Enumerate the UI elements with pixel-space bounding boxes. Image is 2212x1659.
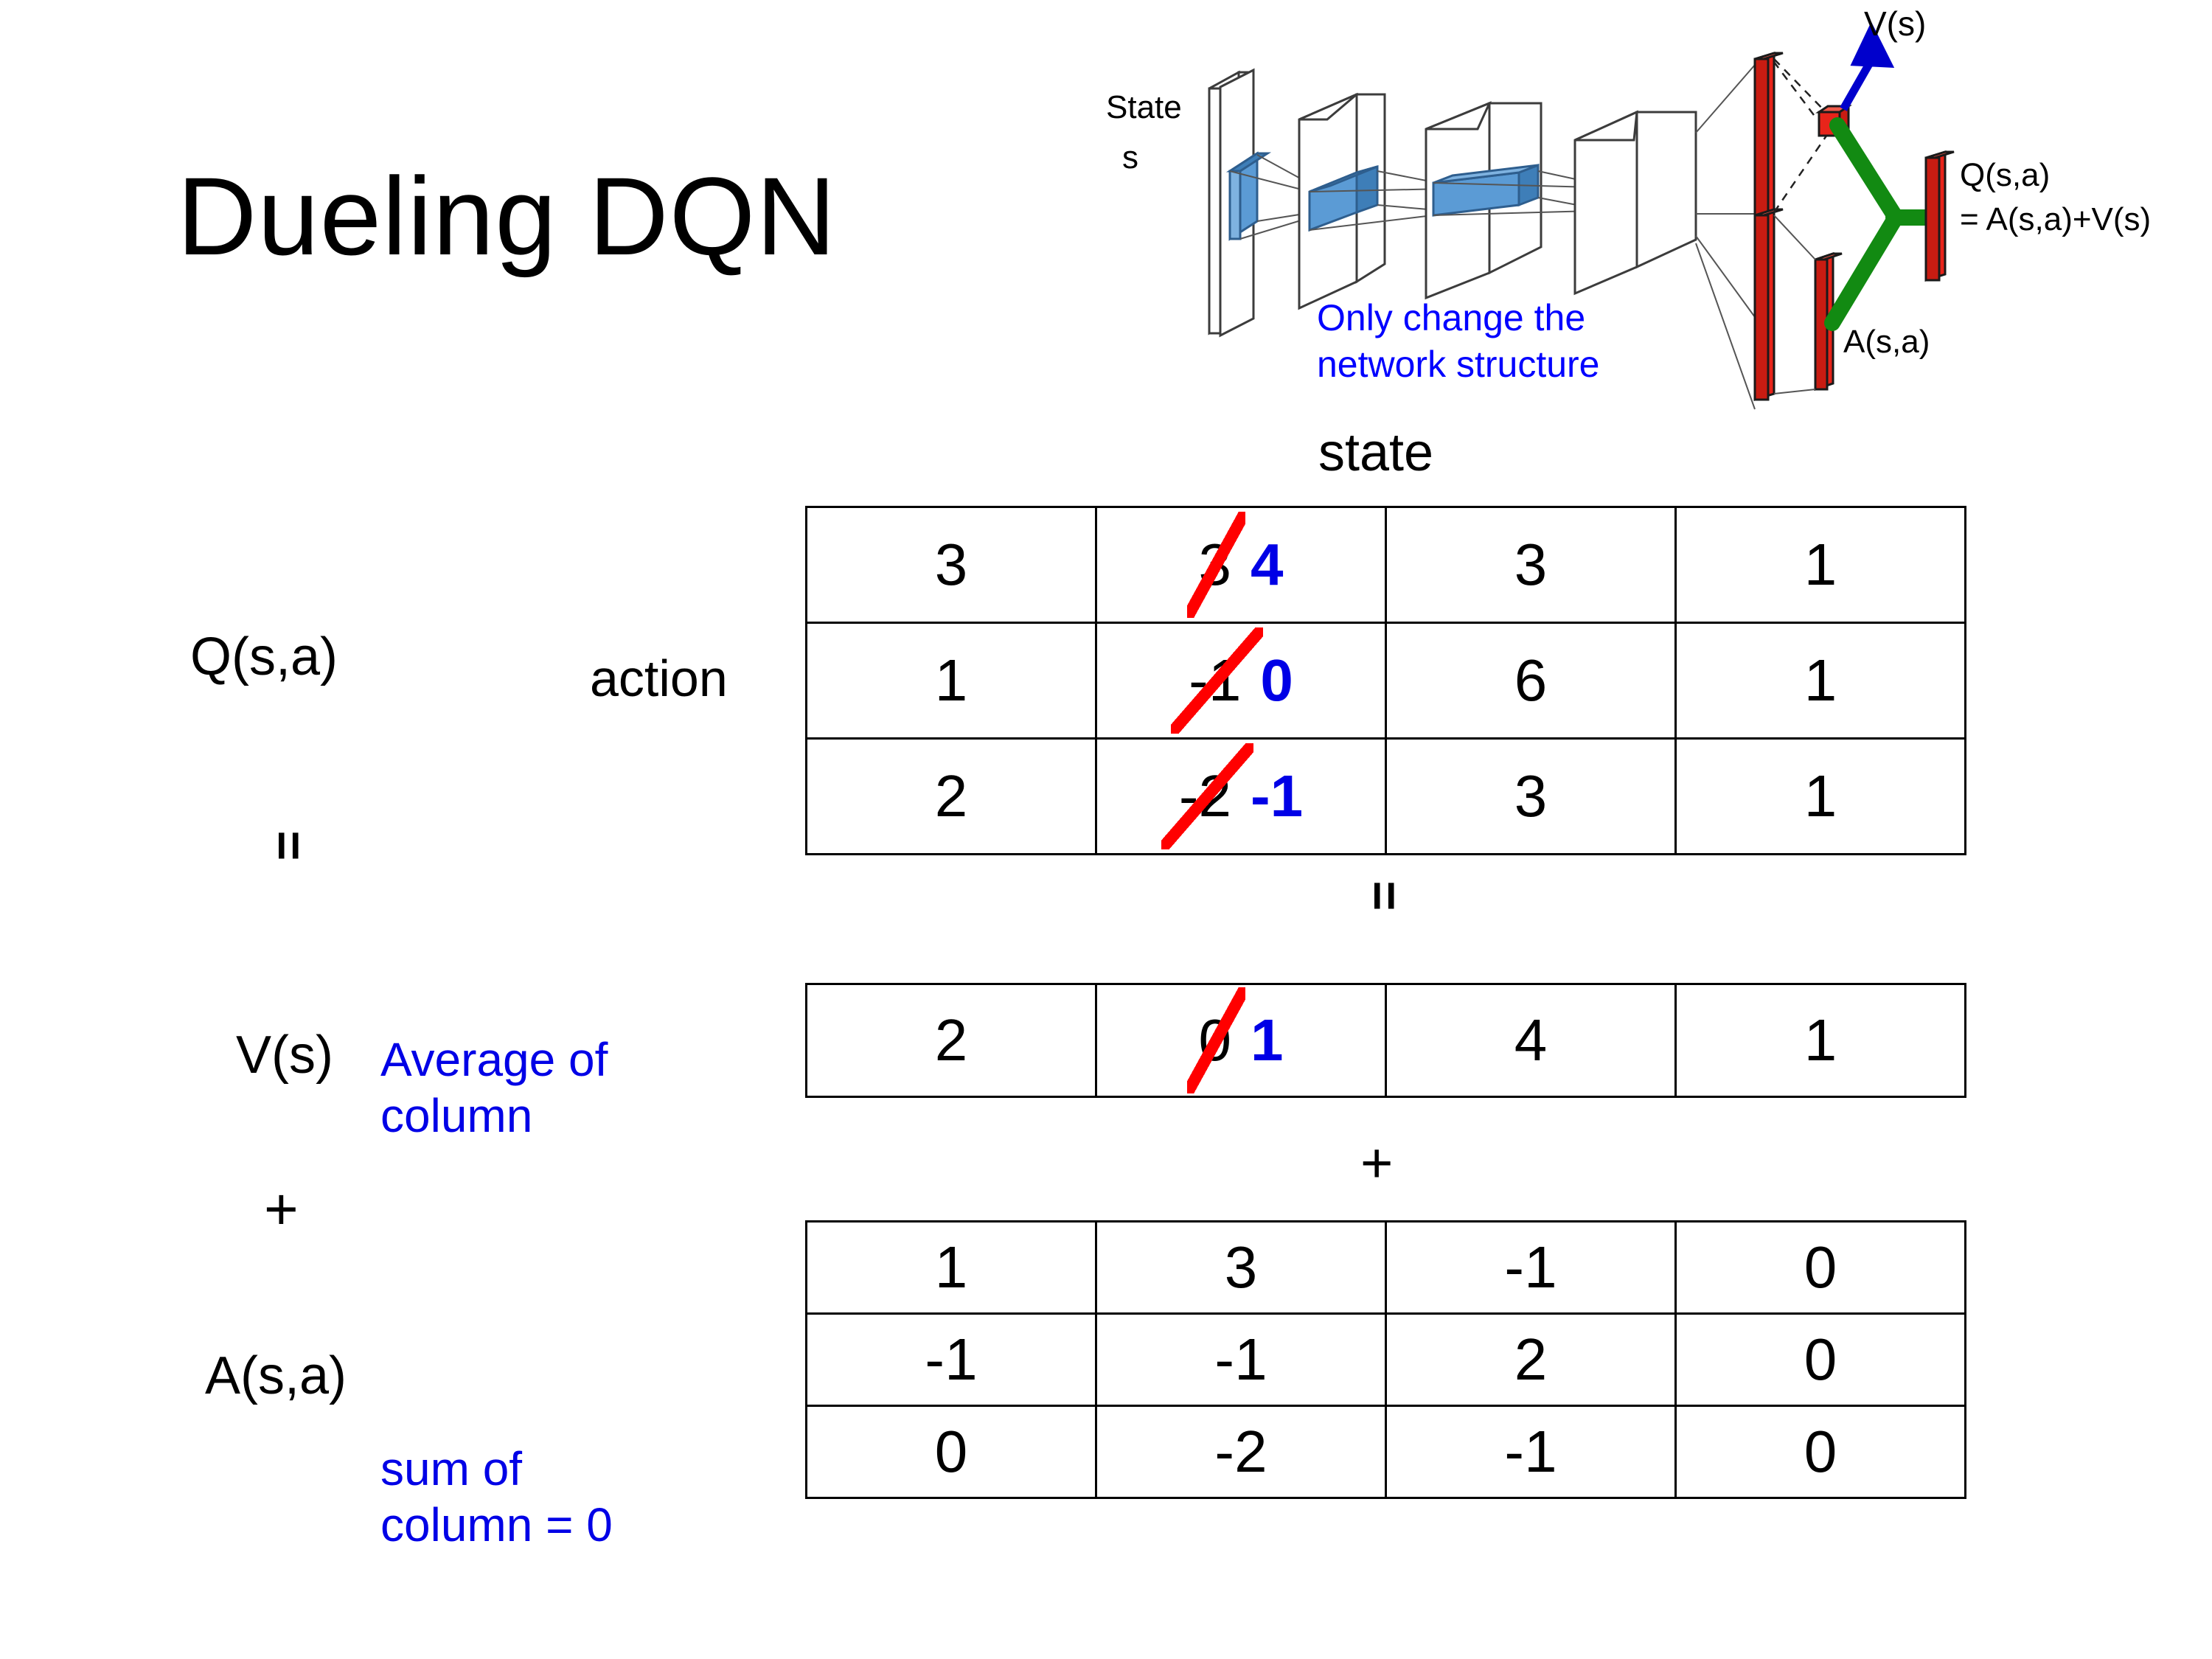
cell-value: 2 [934,1007,968,1073]
table-row: 1 3 -1 0 [805,1220,1966,1315]
cell-value: 1 [934,647,968,713]
cell-value: 1 [1804,1007,1837,1073]
cell-value: 4 [1514,1007,1548,1073]
table-row: 2 -2-1 3 1 [805,737,1966,855]
table-cell: -2 [1095,1405,1387,1499]
table-row: -1 -1 2 0 [805,1312,1966,1407]
cell-value: 0 [1804,1419,1837,1484]
page-title: Dueling DQN [177,154,837,278]
cell-revised-value: 4 [1251,532,1284,597]
cell-value: 2 [934,763,968,829]
cell-value: 1 [1804,647,1837,713]
table-cell: 1 [805,1220,1097,1315]
cell-value: -1 [1214,1326,1267,1392]
cell-value: 3 [1224,1234,1258,1300]
cell-original-value-struck: -2 [1161,743,1254,849]
plus-sign-middle: + [1360,1132,1394,1194]
cell-value: 3 [1514,763,1548,829]
cell-value: 0 [934,1419,968,1484]
cell-value: 6 [1514,647,1548,713]
cell-value: 0 [1804,1234,1837,1300]
table-cell: 2 [1385,1312,1677,1407]
table-cell: 3 [1385,506,1677,624]
table-cell: 2 [805,983,1097,1098]
value-function-label: V(s) [236,1026,333,1085]
table-cell: 2 [805,737,1097,855]
table-cell: 1 [1674,983,1966,1098]
cell-value: 0 [1804,1326,1837,1392]
table-cell: 1 [1674,506,1966,624]
diagram-input-label-line1: State [1106,89,1182,125]
table-cell: 3 [805,506,1097,624]
cell-value: 1 [934,1234,968,1300]
cell-value: -1 [925,1326,978,1392]
dueling-network-diagram: V(s) A(s,a) Q(s,a) = A(s,a)+V(s) State s… [1106,0,2212,413]
cell-value: -2 [1214,1419,1267,1484]
table-cell: 0 [1674,1312,1966,1407]
table-cell: -1 [1095,1312,1387,1407]
table-cell: -1 [805,1312,1097,1407]
note-average-of-column: Average of column [380,1033,608,1142]
table-cell: -2-1 [1095,737,1387,855]
action-axis-label: action [590,650,728,707]
cell-value: 2 [1514,1326,1548,1392]
a-value-table: 1 3 -1 0 -1 -1 2 0 0 -2 -1 0 [805,1220,1966,1499]
table-cell: 4 [1385,983,1677,1098]
diagram-q-label-line2: = A(s,a)+V(s) [1960,201,2151,237]
table-cell: -1 [1385,1405,1677,1499]
table-cell: 1 [1674,622,1966,740]
table-cell: 0 [1674,1220,1966,1315]
q-function-label: Q(s,a) [190,627,338,686]
table-cell: -1 [1385,1220,1677,1315]
cell-revised-value: -1 [1251,763,1304,829]
cell-value: 1 [1804,763,1837,829]
cell-value: 3 [934,532,968,597]
plus-sign-left: + [264,1176,299,1242]
table-cell: 1 [1674,737,1966,855]
cell-value: -1 [1504,1419,1557,1484]
diagram-value-label: V(s) [1864,4,1926,43]
cell-original-value-struck: 0 [1187,987,1245,1093]
table-row: 0 -2 -1 0 [805,1405,1966,1499]
cell-original-value-struck: -1 [1170,627,1264,734]
table-cell: 3 [1385,737,1677,855]
state-axis-label: state [1318,423,1434,482]
table-cell: 0 [805,1405,1097,1499]
cell-value: -1 [1504,1234,1557,1300]
table-cell: 1 [805,622,1097,740]
cell-value: 1 [1804,532,1837,597]
equals-sign-left: = [260,830,318,861]
equals-sign-middle: = [1356,880,1413,911]
diagram-note: Only change the network structure [1317,297,1600,385]
cell-revised-value: 0 [1260,647,1293,713]
cell-value: 3 [1514,532,1548,597]
diagram-advantage-label: A(s,a) [1843,324,1930,360]
cell-original-value-struck: 3 [1187,512,1245,618]
diagram-q-label-line1: Q(s,a) [1960,157,2050,193]
table-cell: 6 [1385,622,1677,740]
note-sum-of-column: sum of column = 0 [380,1442,613,1551]
cell-revised-value: 1 [1251,1007,1284,1073]
advantage-function-label: A(s,a) [205,1346,347,1405]
table-cell: 3 [1095,1220,1387,1315]
table-cell: 0 [1674,1405,1966,1499]
diagram-input-label-line2: s [1122,139,1138,175]
